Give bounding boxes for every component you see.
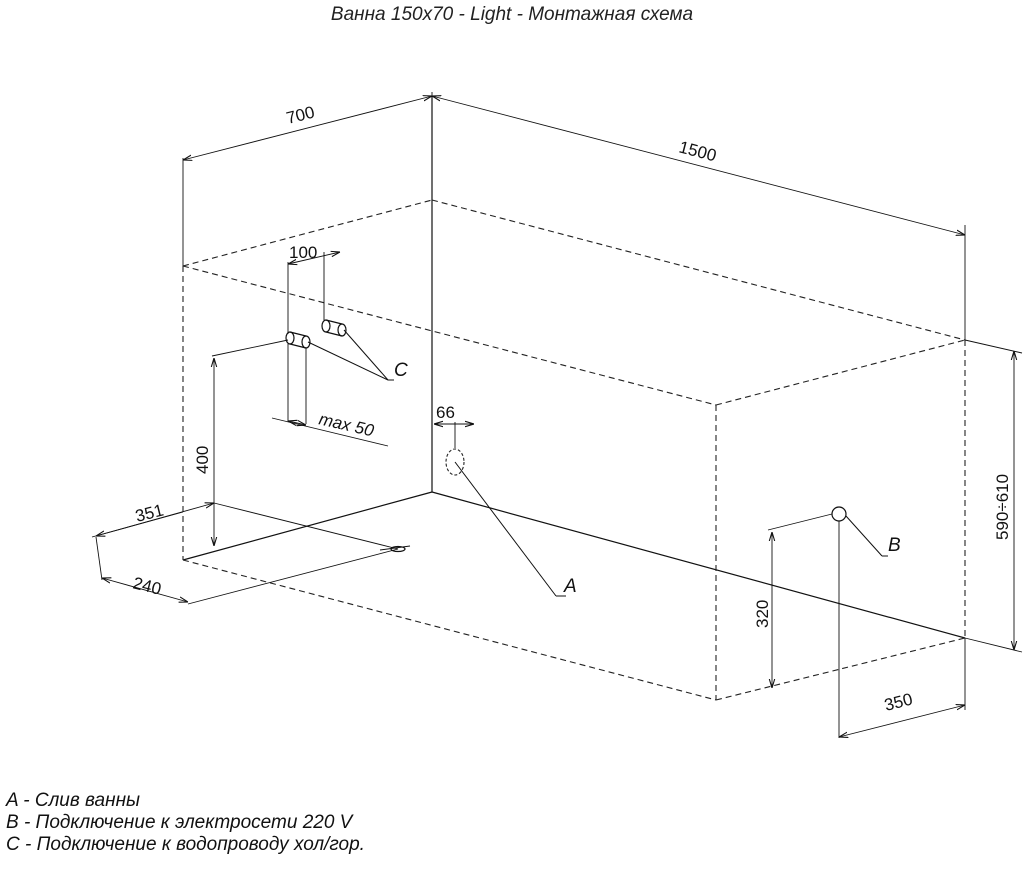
marker-b-leader [845, 515, 888, 557]
marker-b-label: B [888, 535, 901, 556]
dimension-power-height-label: 320 [753, 600, 772, 628]
marker-a-label: A [563, 576, 577, 597]
water-pipes [285, 319, 347, 349]
dimension-height-label: 590÷610 [993, 474, 1012, 540]
dimension-pipe-height [212, 339, 289, 546]
dimension-height [964, 339, 1023, 653]
dimension-pipe-height-label: 400 [193, 446, 212, 474]
dimension-drain-size-label: 66 [436, 403, 455, 422]
dimension-pipe-spacing [288, 252, 340, 334]
dimension-drain-side [91, 503, 399, 550]
dimension-drain-side-label: 351 [133, 501, 165, 526]
drain-hole [434, 422, 474, 476]
diagram-title: Ванна 150x70 - Light - Монтажная схема [330, 4, 694, 25]
legend-item-c: C - Подключение к водопроводу хол/гор. [6, 834, 365, 855]
marker-c-label: C [394, 360, 408, 381]
dimension-power-height [767, 513, 833, 688]
power-connection [831, 506, 847, 738]
box-hidden-edges [182, 199, 966, 701]
dimension-power-offset [839, 638, 965, 737]
dimension-pipe-offset [271, 344, 389, 447]
dimension-pipe-spacing-label: 100 [289, 243, 317, 262]
dimension-drain-end [95, 536, 399, 605]
drain-floor-marker [379, 545, 411, 553]
marker-c-leaders [307, 329, 394, 381]
box-outline [182, 96, 966, 639]
legend-item-b: B - Подключение к электросети 220 V [6, 812, 353, 833]
dimension-power-offset-label: 350 [882, 690, 914, 715]
legend-item-a: A - Слив ванны [6, 790, 141, 811]
dimension-length [432, 96, 965, 340]
marker-a-leader [454, 461, 566, 597]
legend: A - Слив ванны B - Подключение к электро… [6, 790, 365, 856]
dimension-width-label: 700 [284, 103, 316, 128]
dimension-drain-end-label: 240 [131, 573, 163, 598]
